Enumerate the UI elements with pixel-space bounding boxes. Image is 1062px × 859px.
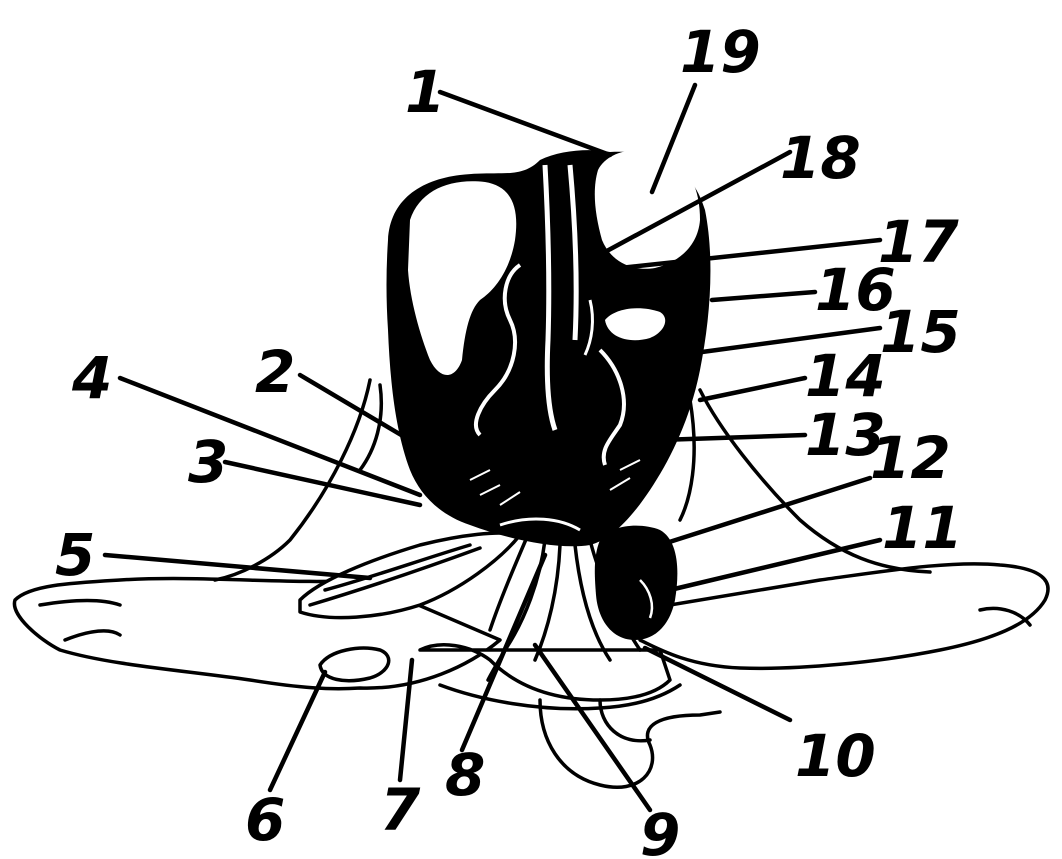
leader-1 xyxy=(440,92,610,155)
label-18: 18 xyxy=(780,124,861,192)
label-2: 2 xyxy=(255,338,295,406)
leader-13 xyxy=(660,435,805,440)
leader-16 xyxy=(712,292,815,300)
label-7: 7 xyxy=(380,776,421,844)
label-10: 10 xyxy=(795,722,876,790)
label-12: 12 xyxy=(870,424,951,492)
label-11: 11 xyxy=(882,494,963,562)
right-base-structure xyxy=(640,564,1048,668)
label-15: 15 xyxy=(880,298,961,366)
label-19: 19 xyxy=(680,18,761,86)
label-9: 9 xyxy=(640,801,680,859)
label-6: 6 xyxy=(245,786,285,854)
label-3: 3 xyxy=(188,428,228,496)
label-5: 5 xyxy=(55,521,95,589)
leader-14 xyxy=(700,378,805,400)
label-1: 1 xyxy=(405,58,445,126)
label-14: 14 xyxy=(805,342,886,410)
leader-6 xyxy=(270,672,325,790)
label-4: 4 xyxy=(71,344,112,412)
label-8: 8 xyxy=(445,741,485,809)
